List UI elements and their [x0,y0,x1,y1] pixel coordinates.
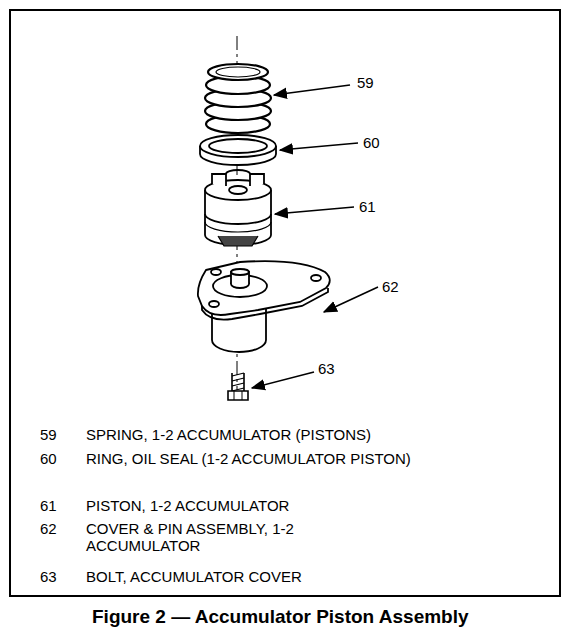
callout-number: 60 [363,134,380,151]
part-name: COVER & PIN ASSEMBLY, 1-2 ACCUMULATOR [86,520,336,555]
part-number: 63 [40,568,57,585]
part-name: PISTON, 1-2 ACCUMULATOR [86,497,289,514]
cover-pin-assembly [198,261,330,352]
part-name: SPRING, 1-2 ACCUMULATOR (PISTONS) [86,426,371,443]
part-name: BOLT, ACCUMULATOR COVER [86,568,302,585]
part-name: RING, OIL SEAL (1-2 ACCUMULATOR PISTON) [86,450,446,467]
figure-caption: Figure 2 — Accumulator Piston Assembly [92,606,469,628]
callout-number: 63 [318,360,335,377]
callout-number: 59 [357,74,374,91]
cover-bolt [228,373,248,400]
spring [205,64,271,133]
callout-number: 62 [382,278,399,295]
part-number: 60 [40,450,57,467]
oil-seal-ring [200,135,276,165]
part-number: 62 [40,520,57,537]
leader-lines [252,85,378,388]
part-number: 59 [40,426,57,443]
part-number: 61 [40,497,57,514]
frame [10,10,560,596]
accumulator-piston [205,170,271,246]
callout-number: 61 [359,198,376,215]
